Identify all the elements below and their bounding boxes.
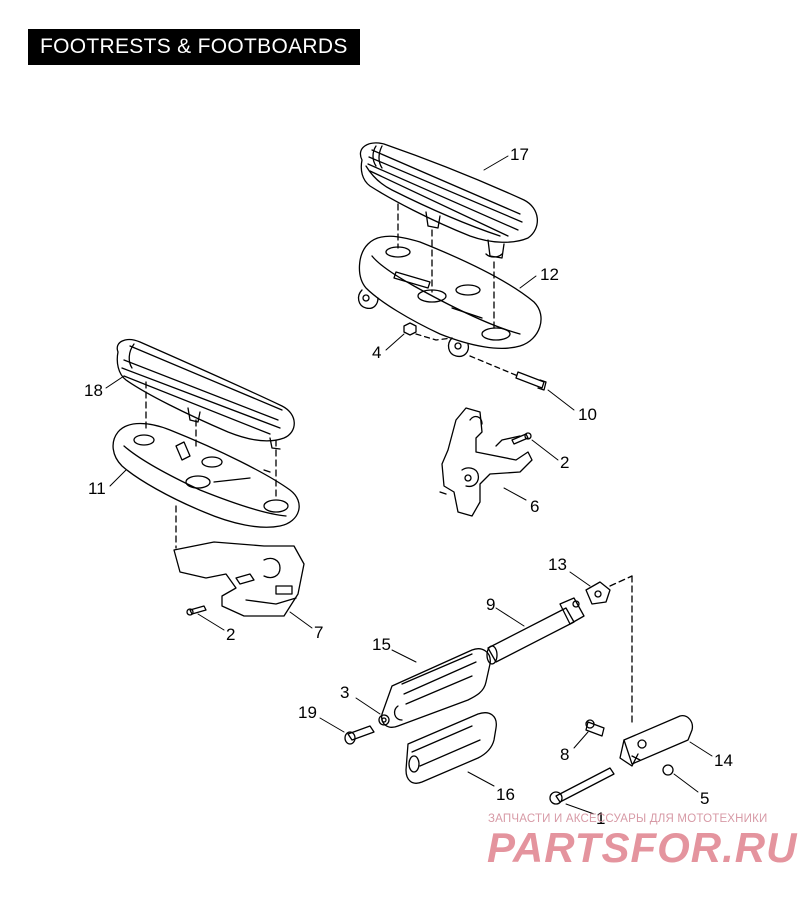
part-10-pin bbox=[515, 371, 547, 391]
watermark-logo: PARTSFOR.RU bbox=[487, 824, 798, 871]
callout-2-lower: 2 bbox=[226, 625, 235, 644]
callout-11: 11 bbox=[88, 479, 106, 498]
part-5-ring bbox=[662, 764, 674, 776]
callout-3: 3 bbox=[340, 683, 349, 702]
part-1-bolt bbox=[549, 767, 615, 805]
callout-17: 17 bbox=[510, 145, 529, 164]
part-15-footpeg bbox=[381, 648, 491, 728]
part-13-washer bbox=[585, 581, 611, 605]
callout-10: 10 bbox=[578, 405, 597, 424]
part-2-screw-upper bbox=[511, 432, 532, 445]
page-title: FOOTRESTS & FOOTBOARDS bbox=[28, 29, 360, 65]
part-6-bracket bbox=[439, 407, 533, 517]
callout-9: 9 bbox=[486, 595, 495, 614]
part-11-footboard-base bbox=[112, 422, 300, 528]
callout-19: 19 bbox=[298, 703, 317, 722]
part-7-bracket bbox=[173, 541, 305, 617]
part-3-washer bbox=[378, 714, 390, 726]
callout-8: 8 bbox=[560, 745, 569, 764]
part-16-footpeg-cover bbox=[405, 712, 497, 784]
part-8-pin bbox=[585, 719, 605, 737]
part-2-screw-lower bbox=[186, 605, 207, 616]
part-18-footboard-pad bbox=[116, 338, 295, 450]
callout-1: 1 bbox=[596, 809, 605, 828]
callout-14: 14 bbox=[714, 751, 733, 770]
part-12-footboard-base bbox=[357, 235, 542, 358]
callout-6: 6 bbox=[530, 497, 539, 516]
callout-12: 12 bbox=[540, 265, 559, 284]
callout-16: 16 bbox=[496, 785, 515, 804]
callout-7: 7 bbox=[314, 623, 323, 642]
callout-15: 15 bbox=[372, 635, 391, 654]
callout-13: 13 bbox=[548, 555, 567, 574]
watermark-tagline: ЗАПЧАСТИ И АКСЕССУАРЫ ДЛЯ МОТОТЕХНИКИ bbox=[488, 813, 768, 825]
callout-2-upper: 2 bbox=[560, 453, 569, 472]
part-9-shaft bbox=[486, 597, 585, 665]
part-4-nut bbox=[403, 322, 417, 336]
callout-18: 18 bbox=[84, 381, 103, 400]
part-14-clevis bbox=[619, 715, 694, 767]
callout-4: 4 bbox=[372, 343, 381, 362]
callout-5: 5 bbox=[700, 789, 709, 808]
part-19-bolt bbox=[344, 725, 375, 745]
part-17-footboard-pad bbox=[359, 142, 538, 259]
